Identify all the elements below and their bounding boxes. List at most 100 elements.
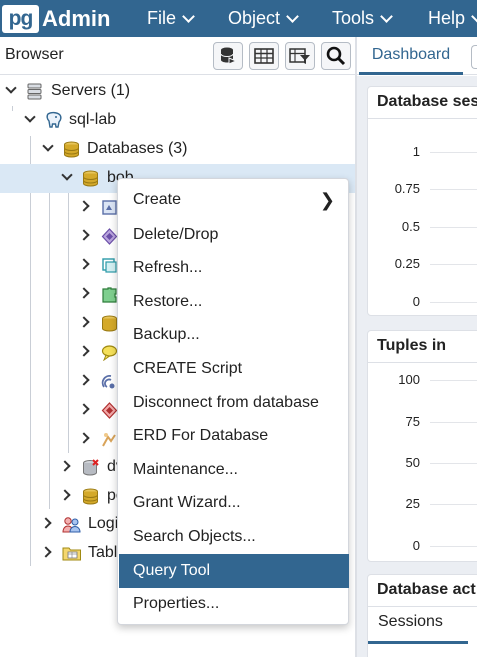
login-roles-icon <box>62 517 81 533</box>
chevron-right-icon[interactable] <box>78 374 90 386</box>
chevron-right-icon[interactable] <box>78 345 90 357</box>
chevron-right-icon[interactable] <box>78 258 90 270</box>
y-tick: 100 <box>398 372 420 387</box>
chevron-right-icon[interactable] <box>78 316 90 328</box>
menu-item-erd[interactable]: ERD For Database <box>119 419 349 453</box>
browser-title: Browser <box>5 46 64 63</box>
chevron-right-icon[interactable] <box>78 432 90 444</box>
y-tick: 0.25 <box>394 256 420 271</box>
menu-item-grant-wizard[interactable]: Grant Wizard... <box>119 486 349 520</box>
tree-node-tablespaces[interactable]: Tabl <box>0 539 355 568</box>
publications-icon <box>101 375 115 389</box>
menu-item-create[interactable]: Create ❯ <box>119 183 349 217</box>
panel-splitter[interactable] <box>355 37 357 657</box>
filtered-rows-button[interactable] <box>285 42 315 70</box>
tree-label-tablespaces: Tabl <box>88 544 118 561</box>
chevron-right-icon[interactable] <box>78 229 90 241</box>
chevron-down-icon[interactable] <box>42 140 54 152</box>
chevron-right-icon[interactable] <box>59 489 71 501</box>
grid-line <box>430 227 477 228</box>
menu-item-label: ERD For Database <box>133 427 269 444</box>
tree-node-login-roles[interactable]: Logi <box>0 510 355 539</box>
grid-line <box>430 463 477 464</box>
chevron-down-icon[interactable] <box>61 169 73 181</box>
tree-node-casts[interactable] <box>0 193 355 222</box>
chevron-right-icon[interactable] <box>78 403 90 415</box>
tree-node-servers[interactable]: Servers (1) <box>0 77 355 106</box>
tree-node-schemas[interactable] <box>0 396 355 425</box>
tab-sessions-underline <box>368 641 468 644</box>
menu-help[interactable]: Help <box>428 0 477 37</box>
menu-item-create-script[interactable]: CREATE Script <box>119 352 349 386</box>
tree-node-languages[interactable] <box>0 338 355 367</box>
chevron-right-icon[interactable] <box>59 460 71 472</box>
card-title: Database act <box>377 581 476 598</box>
menu-tools[interactable]: Tools <box>332 0 393 37</box>
menu-item-label: Maintenance... <box>133 461 238 478</box>
tree-guide <box>12 106 13 111</box>
tree-node-foreign-data-wrappers[interactable] <box>0 309 355 338</box>
chevron-down-icon[interactable] <box>5 82 17 94</box>
chevron-down-icon <box>471 9 477 23</box>
submenu-arrow-icon: ❯ <box>319 190 335 210</box>
grid-line <box>430 189 477 190</box>
menu-item-label: Delete/Drop <box>133 226 219 243</box>
grid-line <box>430 504 477 505</box>
tree-node-subscriptions[interactable] <box>0 425 355 454</box>
menu-item-disconnect[interactable]: Disconnect from database <box>119 386 349 420</box>
menu-item-query-tool[interactable]: Query Tool <box>119 554 349 588</box>
tree-node-catalogs[interactable] <box>0 222 355 251</box>
menu-item-restore[interactable]: Restore... <box>119 285 349 319</box>
menu-item-properties[interactable]: Properties... <box>119 587 349 621</box>
tree-node-databases[interactable]: Databases (3) <box>0 135 355 164</box>
menu-item-label: Restore... <box>133 293 203 310</box>
menu-item-search-objects[interactable]: Search Objects... <box>119 520 349 554</box>
chevron-right-icon[interactable] <box>78 287 90 299</box>
chevron-right-icon[interactable] <box>78 200 90 212</box>
event-trigger-icon <box>102 258 117 273</box>
menu-item-delete-drop[interactable]: Delete/Drop <box>119 218 349 252</box>
logo-prefix: pg <box>2 4 39 33</box>
menu-item-backup[interactable]: Backup... <box>119 318 349 352</box>
grid-line <box>430 380 477 381</box>
menu-file[interactable]: File <box>147 0 195 37</box>
tree-guide <box>68 193 69 453</box>
database-icon <box>64 141 79 158</box>
grid-line <box>430 264 477 265</box>
chevron-down-icon <box>380 9 393 23</box>
menu-item-label: Grant Wizard... <box>133 494 241 511</box>
languages-icon <box>101 345 118 361</box>
pgadmin-logo[interactable]: pg Admin <box>2 3 110 34</box>
search-button[interactable] <box>321 42 351 70</box>
menu-object-label: Object <box>228 8 281 28</box>
tab-dashboard[interactable]: Dashboard <box>359 37 463 75</box>
tuples-in-card: Tuples in 100 75 50 25 0 <box>367 330 477 562</box>
query-tool-button[interactable] <box>213 42 243 70</box>
table-icon <box>254 48 274 64</box>
card-title: Database ses <box>377 93 477 110</box>
grid-line <box>430 152 477 153</box>
menu-item-label: Search Objects... <box>133 528 256 545</box>
tree-node-publications[interactable] <box>0 367 355 396</box>
schemas-icon <box>101 402 118 419</box>
table-filter-icon <box>289 48 310 64</box>
tab-sessions[interactable]: Sessions <box>378 613 443 630</box>
tree-node-extensions[interactable] <box>0 280 355 309</box>
y-tick: 0.75 <box>394 181 420 196</box>
dashboard-tab-strip: Dashboard <box>357 37 477 75</box>
grid-line <box>430 302 477 303</box>
chevron-right-icon[interactable] <box>40 546 52 558</box>
menu-object[interactable]: Object <box>228 0 299 37</box>
subscriptions-icon <box>102 433 116 447</box>
menu-item-label: Disconnect from database <box>133 394 319 411</box>
tree-node-event-triggers[interactable] <box>0 251 355 280</box>
chevron-down-icon[interactable] <box>24 111 36 123</box>
menu-item-maintenance[interactable]: Maintenance... <box>119 453 349 487</box>
view-data-button[interactable] <box>249 42 279 70</box>
tree-node-server-sql-lab[interactable]: sql-lab <box>0 106 355 135</box>
chevron-right-icon[interactable] <box>40 517 52 529</box>
menu-item-refresh[interactable]: Refresh... <box>119 251 349 285</box>
card-titlebar <box>368 87 477 119</box>
dashboard-body: Database ses 1 0.75 0.5 0.25 0 Tuples in… <box>357 76 477 657</box>
tab-next[interactable] <box>471 45 477 69</box>
